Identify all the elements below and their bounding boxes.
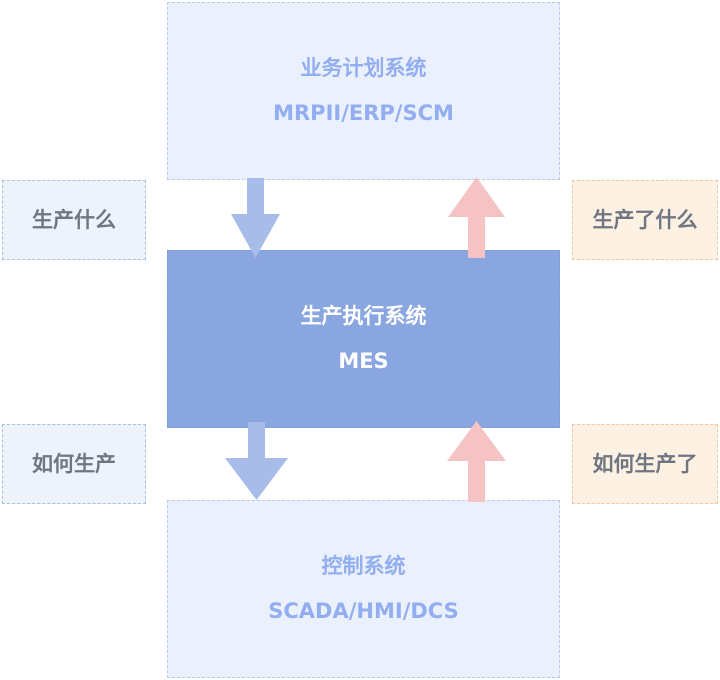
label-what-produced-text: 生产了什么 (592, 207, 698, 232)
down-arrow-bottom (225, 422, 288, 500)
control-layer: 控制系统 SCADA/HMI/DCS (167, 500, 560, 678)
mes-title: 生产执行系统 (300, 304, 427, 328)
label-how-produced-text: 如何生产了 (592, 451, 698, 476)
control-subtitle: SCADA/HMI/DCS (268, 599, 459, 623)
label-what-produced: 生产了什么 (572, 180, 718, 260)
label-what-to-produce-text: 生产什么 (32, 207, 116, 232)
mes-layer: 生产执行系统 MES (167, 250, 560, 428)
label-how-to-produce: 如何生产 (2, 424, 146, 504)
mes-subtitle: MES (338, 349, 389, 373)
label-how-produced: 如何生产了 (572, 424, 718, 504)
control-title: 控制系统 (321, 554, 406, 578)
label-what-to-produce: 生产什么 (2, 180, 146, 260)
down-arrow-top (231, 178, 280, 258)
up-arrow-bottom (447, 421, 506, 502)
business-planning-layer: 业务计划系统 MRPII/ERP/SCM (167, 2, 560, 180)
business-planning-title: 业务计划系统 (300, 56, 427, 80)
business-planning-subtitle: MRPII/ERP/SCM (273, 101, 454, 125)
up-arrow-top (448, 177, 505, 258)
label-how-to-produce-text: 如何生产 (32, 451, 116, 476)
